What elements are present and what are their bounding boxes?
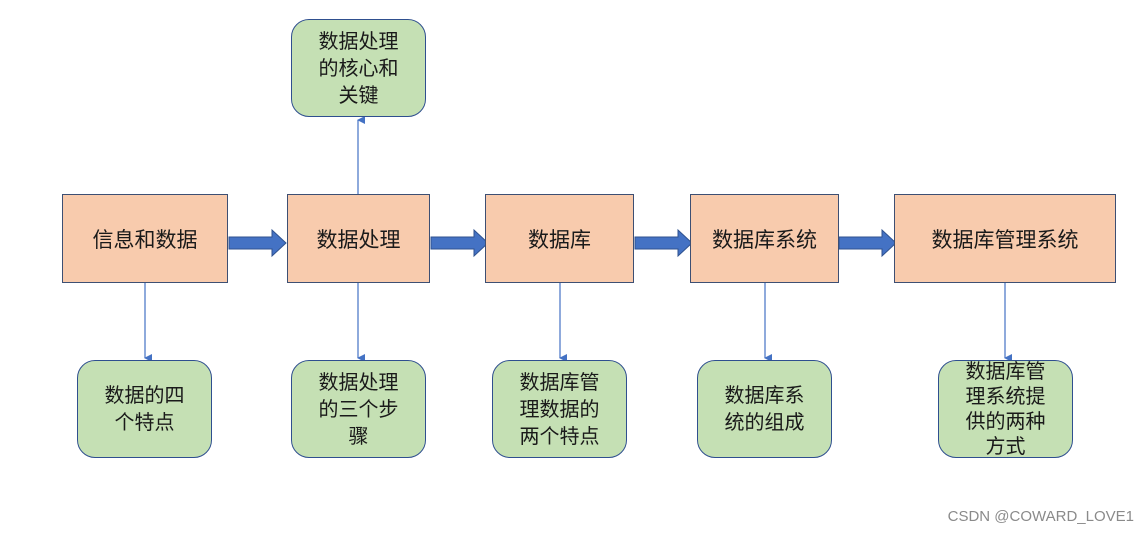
node-label: 数据的四 个特点 (104, 383, 185, 434)
watermark: CSDN @COWARD_LOVE1 (947, 508, 1134, 525)
block-arrow-info-proc (228, 228, 287, 258)
node-processing-core: 数据处理 的核心和 关键 (291, 19, 426, 117)
node-two-ways: 数据库管 理系统提 供的两种 方式 (938, 359, 1073, 458)
node-four-features: 数据的四 个特点 (77, 360, 212, 458)
node-two-features: 数据库管 理数据的 两个特点 (492, 360, 627, 458)
node-database: 数据库 (485, 194, 634, 283)
node-three-steps: 数据处理 的三个步 骤 (291, 360, 426, 458)
node-label: 数据库管 理系统提 供的两种 方式 (965, 359, 1046, 458)
node-label: 数据库系统 (712, 227, 817, 252)
node-label: 数据库管理系统 (931, 227, 1079, 252)
node-info-and-data: 信息和数据 (62, 194, 228, 283)
node-dbms: 数据库管理系统 (894, 194, 1116, 283)
node-label: 数据处理 的核心和 关键 (318, 28, 399, 107)
block-arrow-db-dbs (634, 228, 693, 258)
node-label: 数据库系 统的组成 (724, 383, 805, 434)
node-label: 数据处理 (316, 227, 401, 252)
block-arrow-proc-db (430, 228, 489, 258)
node-label: 数据库管 理数据的 两个特点 (519, 369, 600, 448)
node-label: 信息和数据 (92, 227, 198, 252)
node-label: 数据处理 的三个步 骤 (318, 369, 399, 448)
node-label: 数据库 (528, 227, 591, 252)
node-database-system: 数据库系统 (690, 194, 839, 283)
node-data-processing: 数据处理 (287, 194, 430, 283)
node-system-composition: 数据库系 统的组成 (697, 360, 832, 458)
block-arrow-dbs-dbms (838, 228, 897, 258)
